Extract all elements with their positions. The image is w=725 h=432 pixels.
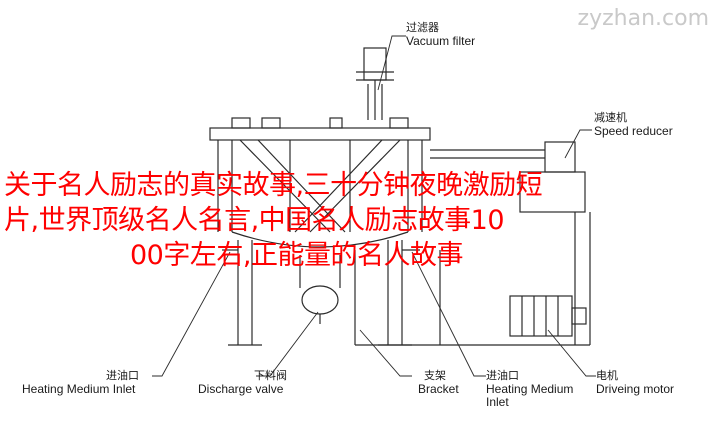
label-heating-inlet-left-en: Heating Medium Inlet <box>22 381 136 396</box>
label-heating-inlet-right-en: Heating Medium Inlet <box>486 381 574 410</box>
label-driving-motor-en: Driveing motor <box>596 381 675 396</box>
label-bracket-en: Bracket <box>418 381 459 396</box>
overlay-title: 关于名人励志的真实故事,三十分钟夜晚激励短 片,世界顶级名人名言,中国名人励志故… <box>4 168 704 273</box>
label-heating-inlet-left-cn: 进油口 <box>106 369 139 382</box>
discharge-valve-shape <box>301 285 339 315</box>
watermark-text: zyzhan.com <box>577 6 709 31</box>
label-bracket: 支架 Bracket <box>418 369 459 396</box>
label-vacuum-filter: 过滤器 Vacuum filter <box>406 21 476 48</box>
label-driving-motor-cn: 电机 <box>596 369 618 382</box>
label-driving-motor: 电机 Driveing motor <box>596 369 675 396</box>
overlay-title-line-2: 片,世界顶级名人名言,中国名人励志故事10 <box>4 205 505 236</box>
label-speed-reducer-en: Speed reducer <box>594 123 673 138</box>
label-discharge-valve: 下料阀 Discharge valve <box>198 369 287 396</box>
vessel-top-flange <box>209 127 431 141</box>
overlay-title-line-3: 00字左右,正能量的名人故事 <box>130 240 463 271</box>
label-heating-inlet-left: 进油口 Heating Medium Inlet <box>22 369 139 396</box>
label-discharge-valve-en: Discharge valve <box>198 381 284 396</box>
label-vacuum-filter-cn: 过滤器 <box>406 21 439 34</box>
driving-motor-shape <box>509 295 573 337</box>
label-heating-inlet-right-cn: 进油口 <box>486 369 519 382</box>
label-speed-reducer-cn: 减速机 <box>594 111 627 124</box>
overlay-title-line-1: 关于名人励志的真实故事,三十分钟夜晚激励短 <box>4 170 543 201</box>
vacuum-filter-shape <box>363 47 387 81</box>
label-discharge-valve-cn: 下料阀 <box>254 369 287 382</box>
label-speed-reducer: 减速机 Speed reducer <box>594 111 673 138</box>
label-bracket-cn: 支架 <box>424 369 446 382</box>
label-heating-inlet-right: 进油口 Heating Medium Inlet <box>486 369 576 410</box>
label-vacuum-filter-en: Vacuum filter <box>406 33 476 48</box>
